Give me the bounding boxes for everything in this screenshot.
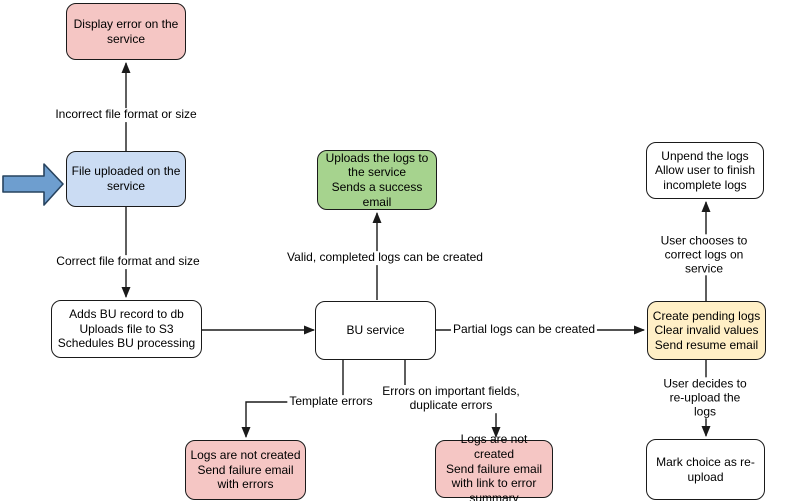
edge-label-incorrect-file: Incorrect file format or size — [53, 107, 199, 122]
node-unpend-logs: Unpend the logs Allow user to finish inc… — [646, 142, 764, 199]
node-display-error: Display error on the service — [66, 3, 186, 60]
node-uploads-logs: Uploads the logs to the service Sends a … — [317, 150, 437, 210]
edge-label-correct-file: Correct file format and size — [54, 254, 202, 269]
node-adds-bu-record: Adds BU record to db Uploads file to S3 … — [51, 300, 202, 358]
edge-label-user-corrects: User chooses to correct logs on service — [655, 233, 753, 276]
node-mark-reupload: Mark choice as re- upload — [646, 439, 765, 500]
edge-label-valid-logs: Valid, completed logs can be created — [285, 250, 485, 265]
edge-label-partial-logs: Partial logs can be created — [450, 322, 598, 337]
edge-label-user-reuploads: User decides to re-upload the logs — [657, 376, 753, 419]
node-bu-service: BU service — [315, 301, 436, 360]
node-create-pending-logs: Create pending logs Clear invalid values… — [647, 301, 766, 360]
node-logs-not-created-errors: Logs are not created Send failure email … — [185, 440, 306, 500]
node-logs-not-created-summary: Logs are not created Send failure email … — [435, 432, 553, 501]
edge-label-template-errors: Template errors — [287, 394, 375, 409]
node-file-uploaded: File uploaded on the service — [66, 151, 186, 207]
block-arrow-right-icon — [2, 163, 64, 206]
edge-label-important-errors: Errors on important fields, duplicate er… — [380, 384, 522, 413]
